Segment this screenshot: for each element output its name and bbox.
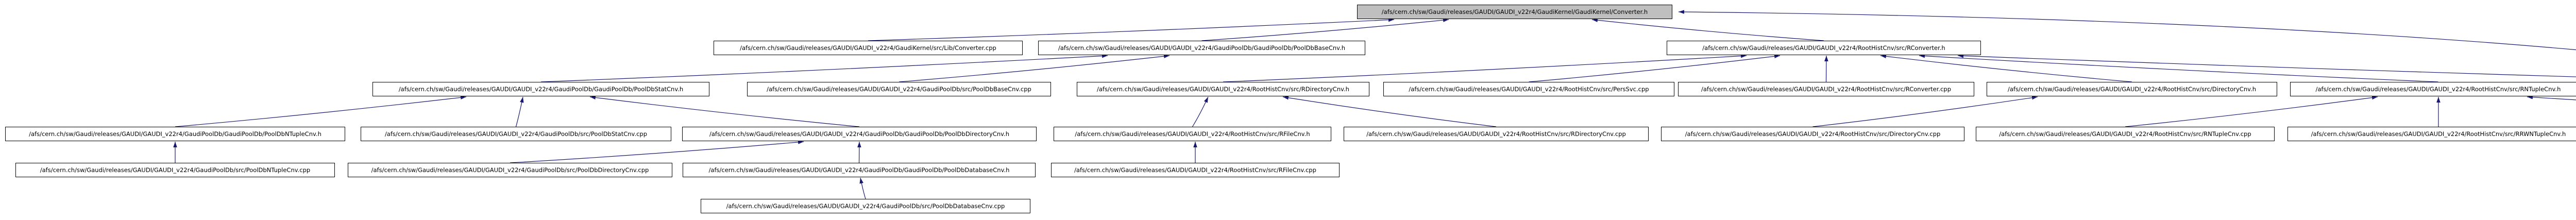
graph-node[interactable]: /afs/cern.ch/sw/Gaudi/releases/GAUDI/GAU… (1383, 82, 1674, 96)
graph-node[interactable]: /afs/cern.ch/sw/Gaudi/releases/GAUDI/GAU… (1661, 127, 1964, 141)
graph-node[interactable]: /afs/cern.ch/sw/Gaudi/releases/GAUDI/GAU… (747, 82, 1051, 96)
graph-node[interactable]: /afs/cern.ch/sw/Gaudi/releases/GAUDI/GAU… (1051, 163, 1340, 177)
include-edge (510, 140, 804, 163)
graph-node[interactable]: /afs/cern.ch/sw/Gaudi/releases/GAUDI/GAU… (5, 127, 345, 141)
graph-node[interactable]: /afs/cern.ch/sw/Gaudi/releases/GAUDI/GAU… (2287, 127, 2576, 141)
graph-node[interactable]: /afs/cern.ch/sw/Gaudi/releases/GAUDI/GAU… (1077, 82, 1369, 96)
include-edge (859, 177, 866, 199)
graph-node[interactable]: /afs/cern.ch/sw/Gaudi/releases/GAUDI/GAU… (1976, 127, 2275, 141)
include-edge (175, 95, 467, 127)
include-edge (589, 95, 860, 127)
include-edge (540, 54, 1108, 82)
graph-node[interactable]: /afs/cern.ch/sw/Gaudi/releases/GAUDI/GAU… (1038, 41, 1365, 55)
include-edge (1678, 10, 2576, 50)
graph-node[interactable]: /afs/cern.ch/sw/Gaudi/releases/GAUDI/GAU… (1678, 82, 1974, 96)
graph-node[interactable]: /afs/cern.ch/sw/Gaudi/releases/GAUDI/GAU… (1054, 127, 1331, 141)
include-edge (1812, 95, 2038, 127)
include-edge (1957, 54, 2576, 77)
include-edge (1591, 18, 1824, 41)
include-edge (1880, 54, 2132, 82)
include-edge (1201, 18, 1449, 41)
graph-node[interactable]: /afs/cern.ch/sw/Gaudi/releases/GAUDI/GAU… (683, 163, 1036, 177)
graph-node[interactable]: /afs/cern.ch/sw/Gaudi/releases/GAUDI/GAU… (361, 127, 671, 141)
graph-node[interactable]: /afs/cern.ch/sw/Gaudi/releases/GAUDI/GAU… (1987, 82, 2277, 96)
graph-node[interactable]: /afs/cern.ch/sw/Gaudi/releases/GAUDI/GAU… (714, 41, 1023, 55)
include-edge (1192, 96, 1209, 127)
include-edge (1919, 54, 2438, 82)
graph-node[interactable]: /afs/cern.ch/sw/Gaudi/releases/GAUDI/GAU… (348, 163, 672, 177)
include-edge (1824, 55, 1828, 82)
include-edge (515, 96, 524, 127)
graph-node[interactable]: /afs/cern.ch/sw/Gaudi/releases/GAUDI/GAU… (682, 127, 1037, 141)
include-edge (2527, 95, 2576, 100)
graph-node[interactable]: /afs/cern.ch/sw/Gaudi/releases/GAUDI/GAU… (2290, 82, 2576, 96)
include-edge (899, 54, 1170, 82)
include-edge (857, 141, 861, 163)
include-edge (1282, 95, 1497, 127)
include-edge (868, 18, 1395, 41)
graph-node[interactable]: /afs/cern.ch/sw/Gaudi/releases/GAUDI/GAU… (1344, 127, 1649, 141)
graph-node[interactable]: /afs/cern.ch/sw/Gaudi/releases/GAUDI/GAU… (1667, 41, 1981, 55)
include-edge (1223, 54, 1747, 82)
graph-node-root[interactable]: /afs/cern.ch/sw/Gaudi/releases/GAUDI/GAU… (1357, 5, 1672, 19)
include-edge (1529, 54, 1781, 82)
graph-node[interactable]: /afs/cern.ch/sw/Gaudi/releases/GAUDI/GAU… (701, 199, 1030, 213)
include-edge (2125, 95, 2378, 127)
graph-node[interactable]: /afs/cern.ch/sw/Gaudi/releases/GAUDI/GAU… (372, 82, 709, 96)
graph-node[interactable]: /afs/cern.ch/sw/Gaudi/releases/GAUDI/GAU… (15, 163, 335, 177)
